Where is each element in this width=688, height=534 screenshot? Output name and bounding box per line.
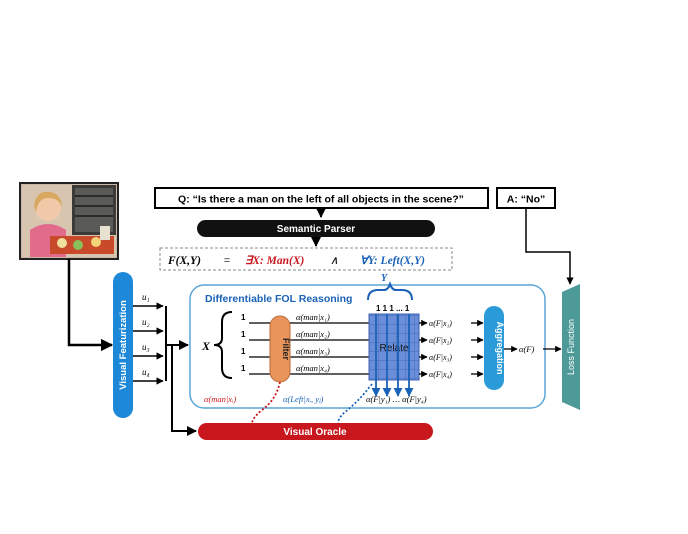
y-ones: 1 1 1 ... 1 (376, 304, 410, 313)
one-x2: 1 (241, 330, 246, 339)
formula-eq: = (223, 255, 231, 267)
agg-arrows (471, 319, 484, 378)
x-label: X (201, 339, 211, 353)
question-text: Q: “Is there a man on the left of all ob… (178, 194, 464, 206)
one-x3: 1 (241, 347, 246, 356)
man-prob-x2: α(man|x₂) (296, 329, 330, 339)
y-brace (367, 280, 413, 301)
f-prob-x1: α(F|x₁) (429, 319, 452, 328)
relate-down-arrows (371, 314, 414, 397)
formula-lhs: F(X,Y) (167, 255, 201, 267)
filter-label: Filter (281, 338, 291, 361)
relate-oracle-connector (337, 383, 373, 425)
feature-arrows (133, 302, 164, 385)
formula-box (159, 247, 453, 271)
feature-u1: u₁ (142, 292, 150, 302)
man-prob-x4: α(man|x₄) (296, 363, 330, 373)
answer-text: A: “No” (507, 194, 546, 206)
f-y-probs: α(F|y₁) … α(F|y₄) (366, 394, 427, 404)
left-xy-label: α(Left|xᵢ, yⱼ) (283, 394, 323, 404)
relate-label: Relate (380, 343, 409, 354)
loss-function (562, 284, 580, 410)
loss-function-label: Loss Function (566, 319, 576, 375)
aggregation-module (484, 306, 504, 390)
visual-oracle (198, 423, 433, 440)
one-x1: 1 (241, 313, 246, 322)
x-brace (213, 311, 233, 379)
visual-featurization (113, 272, 133, 418)
aggregation-label: Aggregation (495, 322, 505, 375)
man-xi-label: α(man|xᵢ) (204, 394, 236, 404)
one-x4: 1 (241, 364, 246, 373)
formula-and: ∧ (330, 255, 338, 267)
man-prob-x3: α(man|x₃) (296, 346, 330, 356)
y-label: Y (381, 273, 388, 284)
alpha-f: α(F) (519, 344, 534, 354)
fol-reasoning-title: Differentiable FOL Reasoning (205, 293, 352, 305)
visual-featurization-label: Visual Featurization (118, 300, 129, 390)
feature-u4: u₄ (142, 367, 150, 377)
feature-u3: u₃ (142, 342, 150, 352)
scene-photo (19, 182, 119, 260)
man-prob-x1: α(man|x₁) (296, 312, 330, 322)
feature-u2: u₂ (142, 317, 150, 327)
semantic-parser (197, 220, 435, 237)
formula-exists: ∃X: Man(X) (245, 255, 305, 267)
semantic-parser-label: Semantic Parser (277, 224, 355, 235)
f-prob-x2: α(F|x₂) (429, 336, 452, 345)
f-prob-x4: α(F|x₄) (429, 370, 452, 379)
fx-arrows (419, 319, 428, 378)
visual-oracle-label: Visual Oracle (283, 427, 347, 438)
formula-forall: ∀Y: Left(X,Y) (360, 255, 425, 267)
f-prob-x3: α(F|x₃) (429, 353, 452, 362)
